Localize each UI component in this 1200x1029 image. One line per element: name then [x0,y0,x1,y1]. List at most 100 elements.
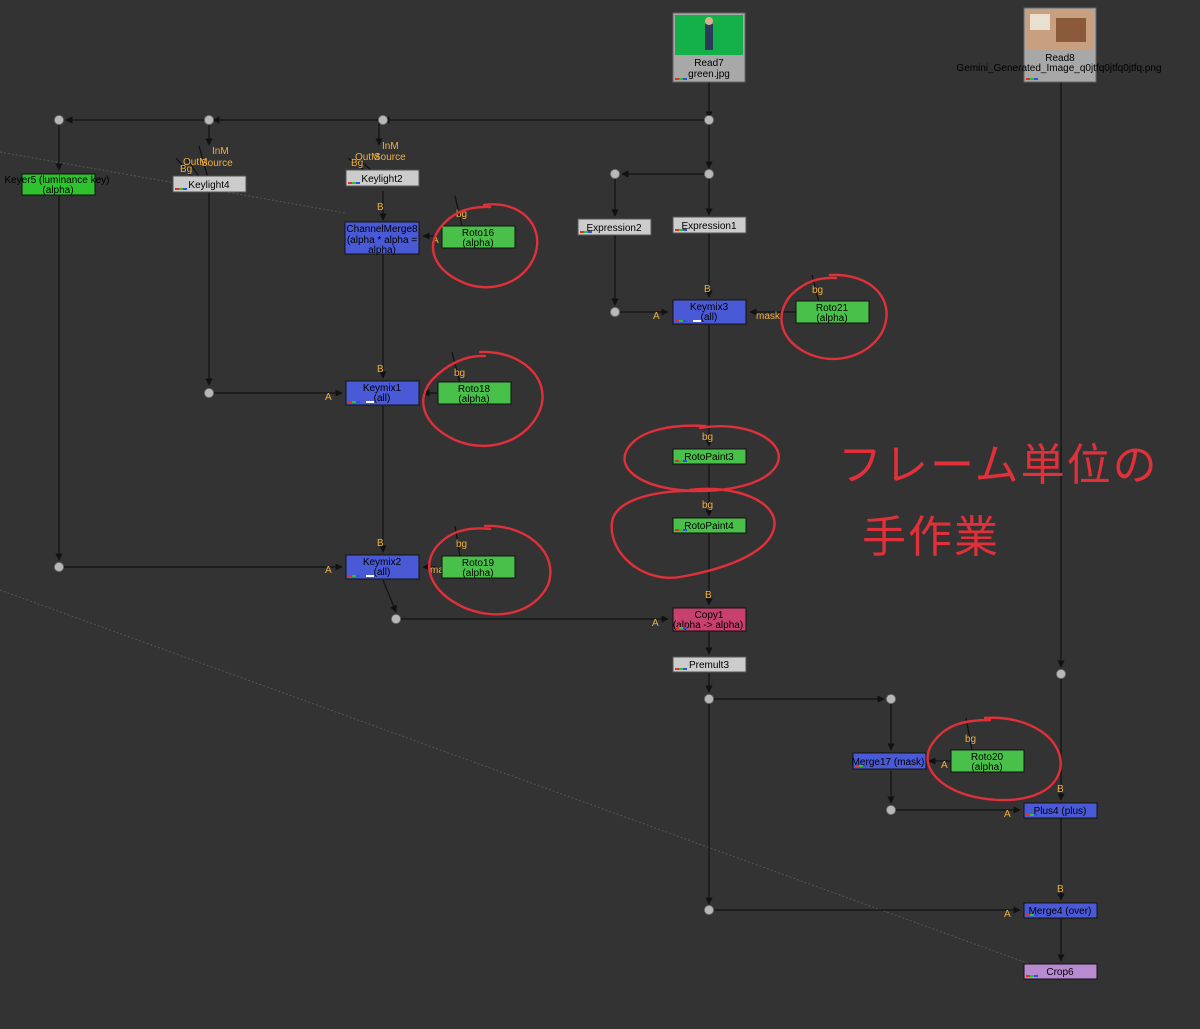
dot[interactable] [54,115,64,125]
port-bg: bg [456,209,467,220]
dot[interactable] [610,169,620,179]
node-title: Expression2 [586,223,641,234]
thumbnail-detail [1030,14,1050,30]
thumbnail-detail [1056,18,1086,42]
dot[interactable] [1056,669,1066,679]
node-title: Roto19 [462,558,495,569]
port-bg: Bg [180,164,192,175]
port-b: B [377,538,384,549]
port-a: A [941,760,948,771]
port-inm: InM [212,146,229,157]
channel-indicators [175,78,1038,977]
port-source: Source [201,158,233,169]
port-bg: bg [965,734,976,745]
node-subtitle: (alpha * alpha = [347,235,417,246]
port-bg: bg [812,285,823,296]
keymix2-node[interactable]: Keymix2 (all) [345,554,420,580]
node-title: Merge17 (mask) [852,757,925,768]
expression2-node[interactable]: Expression2 [577,218,652,236]
node-title: Premult3 [689,660,729,671]
node-subtitle: (all) [701,312,718,323]
port-a: A [652,618,659,629]
merge17-node[interactable]: Merge17 (mask) [852,752,927,770]
roto20-node[interactable]: Roto20 (alpha) [950,749,1025,773]
dot[interactable] [704,905,714,915]
port-source: Source [374,152,406,163]
node-title: Read8 [1045,53,1075,64]
dot-nodes [54,115,1066,915]
port-inm: InM [382,141,399,152]
dot[interactable] [204,388,214,398]
port-a: A [325,392,332,403]
rotopaint3-node[interactable]: RotoPaint3 [672,448,747,465]
read7-node[interactable]: Read7 green.jpg [672,12,746,83]
plus4-node[interactable]: Plus4 (plus) [1023,802,1098,819]
node-subtitle: (alpha) [971,762,1002,773]
port-bg: bg [702,500,713,511]
node-title: Copy1 [695,610,724,621]
read8-node[interactable]: Read8 Gemini_Generated_Image_q0jtfq0jtfq… [956,7,1162,83]
keylight2-node[interactable]: Keylight2 [345,169,420,187]
dot[interactable] [704,694,714,704]
port-bg: bg [456,539,467,550]
node-subtitle: green.jpg [688,69,730,80]
dot[interactable] [886,694,896,704]
node-subtitle: alpha) [368,245,396,256]
port-a: A [325,565,332,576]
port-labels: B A bg B A bg B A mask bg A B A mask bg … [180,141,1064,920]
annotation-text: フレーム単位の 手作業 [838,441,1157,562]
node-title: Keymix2 [363,557,402,568]
dot[interactable] [704,115,714,125]
premult3-node[interactable]: Premult3 [672,656,747,673]
port-outm: OutM [355,152,379,163]
node-subtitle: (alpha) [42,185,73,196]
port-mask: mask [756,311,781,322]
node-title: Keylight2 [361,174,403,185]
node-title: Keyer5 (luminance key) [4,175,109,186]
node-subtitle: (alpha) [816,313,847,324]
dot[interactable] [204,115,214,125]
port-a: A [432,235,439,246]
port-a: A [1004,809,1011,820]
roto19-node[interactable]: Roto19 (alpha) [441,555,516,579]
node-title: RotoPaint3 [684,452,734,463]
node-title: ChannelMerge8 [346,224,418,235]
node-title: Roto21 [816,303,849,314]
thumbnail-figure [705,24,713,50]
port-b: B [1057,884,1064,895]
dot[interactable] [54,562,64,572]
background-guides [0,151,1061,976]
merge4-node[interactable]: Merge4 (over) [1023,902,1098,919]
keymix3-node[interactable]: Keymix3 (all) [672,299,747,325]
node-title: Keylight4 [188,180,230,191]
dot[interactable] [378,115,388,125]
node-title: Roto18 [458,384,491,395]
roto16-node[interactable]: Roto16 (alpha) [441,225,516,249]
node-subtitle: (alpha -> alpha) [673,620,743,631]
copy1-node[interactable]: Copy1 (alpha -> alpha) [672,607,747,632]
port-b: B [704,284,711,295]
port-bg: bg [454,368,465,379]
crop6-node[interactable]: Crop6 [1023,963,1098,980]
node-title: Keymix1 [363,383,402,394]
node-title: Read7 [694,58,724,69]
node-subtitle: (alpha) [462,568,493,579]
port-a: A [1004,909,1011,920]
dot[interactable] [886,805,896,815]
dot[interactable] [704,169,714,179]
rotopaint4-node[interactable]: RotoPaint4 [672,517,747,534]
roto18-node[interactable]: Roto18 (alpha) [437,381,512,405]
roto21-node[interactable]: Roto21 (alpha) [795,300,870,324]
dot[interactable] [391,614,401,624]
keyer5-node[interactable]: Keyer5 (luminance key) (alpha) [4,173,110,196]
port-outm: OutM [183,157,207,168]
dot[interactable] [610,307,620,317]
node-title: Crop6 [1046,967,1074,978]
port-b: B [1057,784,1064,795]
keylight4-node[interactable]: Keylight4 [172,175,247,193]
channelmerge8-node[interactable]: ChannelMerge8 (alpha * alpha = alpha) [344,221,420,256]
expression1-node[interactable]: Expression1 [672,216,747,234]
node-subtitle: (alpha) [462,238,493,249]
node-subtitle: (all) [374,567,391,578]
